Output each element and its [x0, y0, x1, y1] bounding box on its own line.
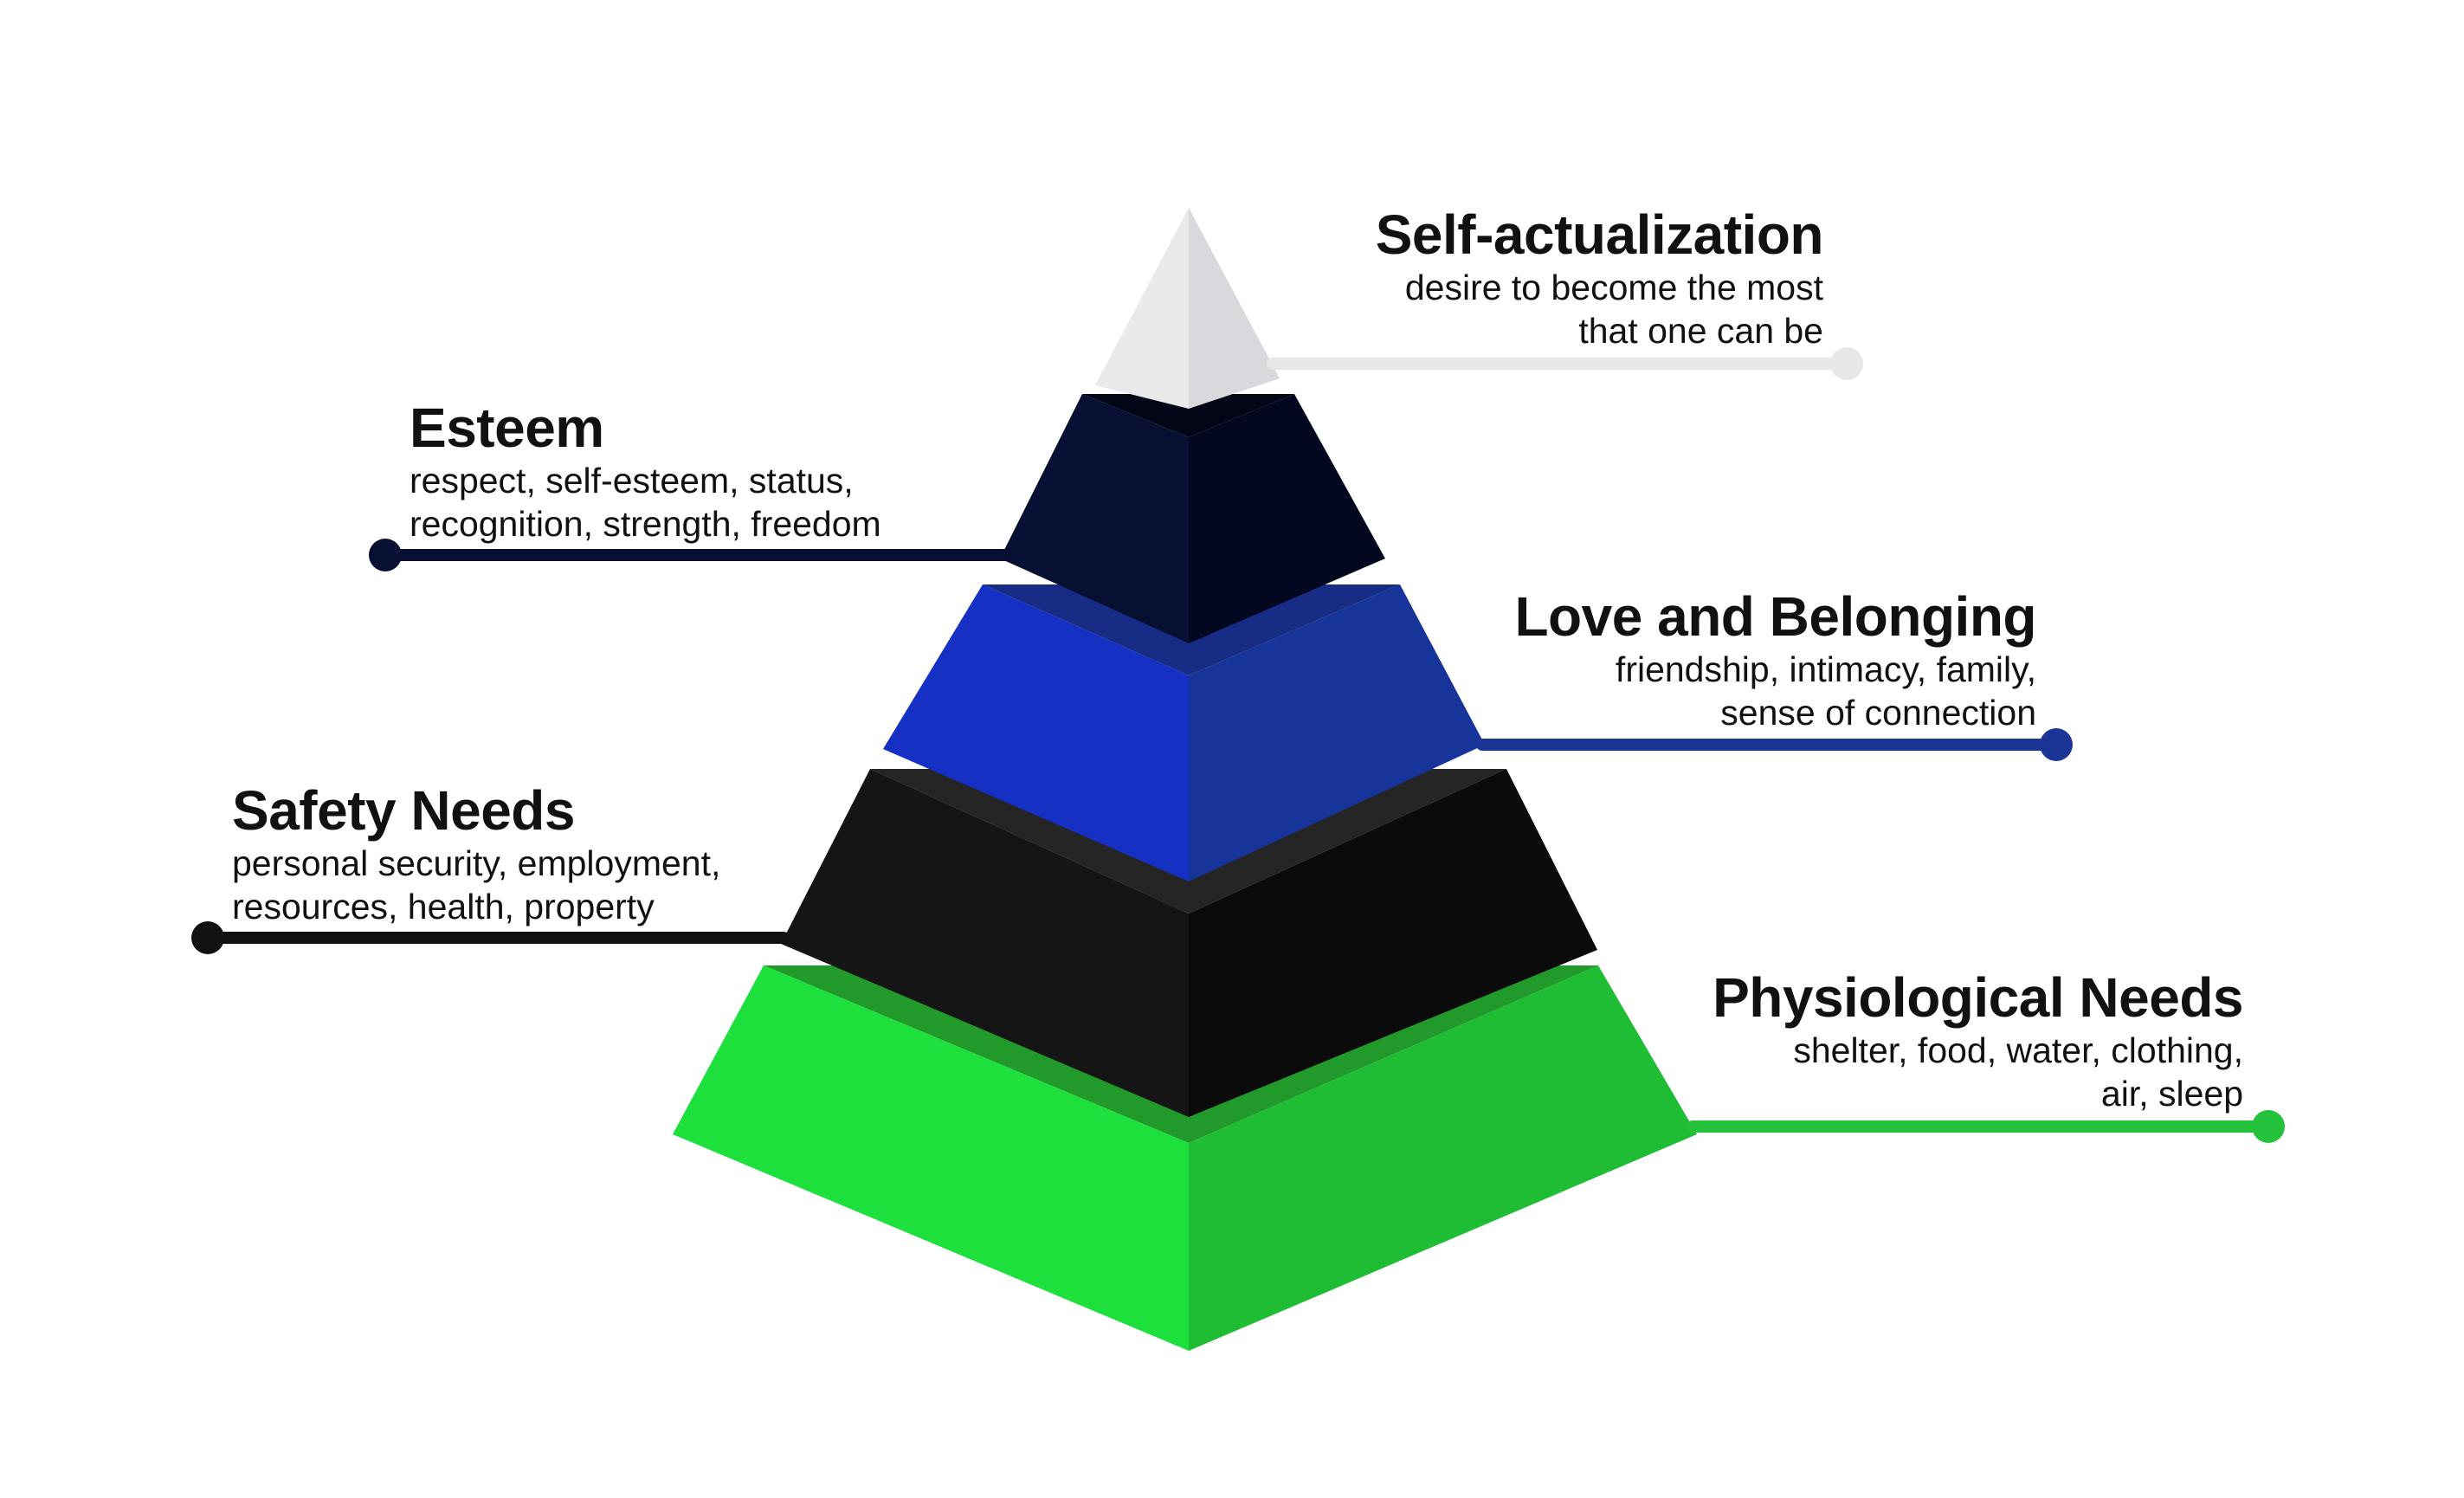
label-love-and-belonging: Love and Belonging friendship, intimacy,… [1514, 585, 2036, 734]
self-actualization-right-face [1189, 208, 1280, 409]
esteem-desc-line-2: recognition, strength, freedom [410, 504, 881, 544]
safety-needs-desc-line-1: personal security, employment, [232, 843, 721, 883]
safety-right-face [1189, 769, 1597, 1117]
self-actualization-title: Self-actualization [1375, 203, 1824, 266]
love-left-face [883, 584, 1189, 881]
physiological-leader-dot [2252, 1110, 2285, 1143]
safety-needs-title: Safety Needs [232, 779, 575, 842]
esteem-top-face [1082, 394, 1294, 437]
love-and-belonging-desc-line-1: friendship, intimacy, family, [1615, 649, 2036, 689]
self-actualization-desc-line-2: that one can be [1578, 311, 1823, 351]
self-actualization-left-face [1095, 208, 1189, 409]
physiological-right-face [1189, 965, 1697, 1351]
esteem-desc-line-1: respect, self-esteem, status, [410, 461, 854, 500]
safety-left-face [781, 769, 1189, 1117]
label-safety-needs: Safety Needs personal security, employme… [232, 779, 720, 928]
self-actualization-desc-line-1: desire to become the most [1404, 268, 1823, 307]
esteem-left-face [1000, 394, 1189, 643]
love-leader-dot [2040, 728, 2073, 761]
safety-needs-desc-line-2: resources, health, property [232, 887, 655, 927]
physiological-needs-desc-line-2: air, sleep [2100, 1074, 2243, 1114]
label-self-actualization: Self-actualization desire to become the … [1375, 203, 1824, 352]
esteem-leader-dot [369, 539, 402, 571]
love-and-belonging-desc-line-2: sense of connection [1720, 693, 2036, 733]
safety-leader-dot [191, 921, 224, 954]
self-actualization-leader-dot [1830, 347, 1863, 380]
level-esteem [1000, 394, 1385, 643]
esteem-right-face [1189, 394, 1385, 643]
love-right-face [1189, 584, 1485, 881]
love-and-belonging-title: Love and Belonging [1514, 585, 2036, 648]
label-physiological-needs: Physiological Needs shelter, food, water… [1713, 966, 2243, 1115]
label-esteem: Esteem respect, self-esteem, status, rec… [410, 397, 881, 546]
esteem-title: Esteem [410, 397, 604, 459]
physiological-needs-desc-line-1: shelter, food, water, clothing, [1793, 1030, 2243, 1070]
physiological-needs-title: Physiological Needs [1713, 966, 2243, 1029]
level-self-actualization [1095, 208, 1280, 409]
physiological-left-face [673, 965, 1189, 1351]
